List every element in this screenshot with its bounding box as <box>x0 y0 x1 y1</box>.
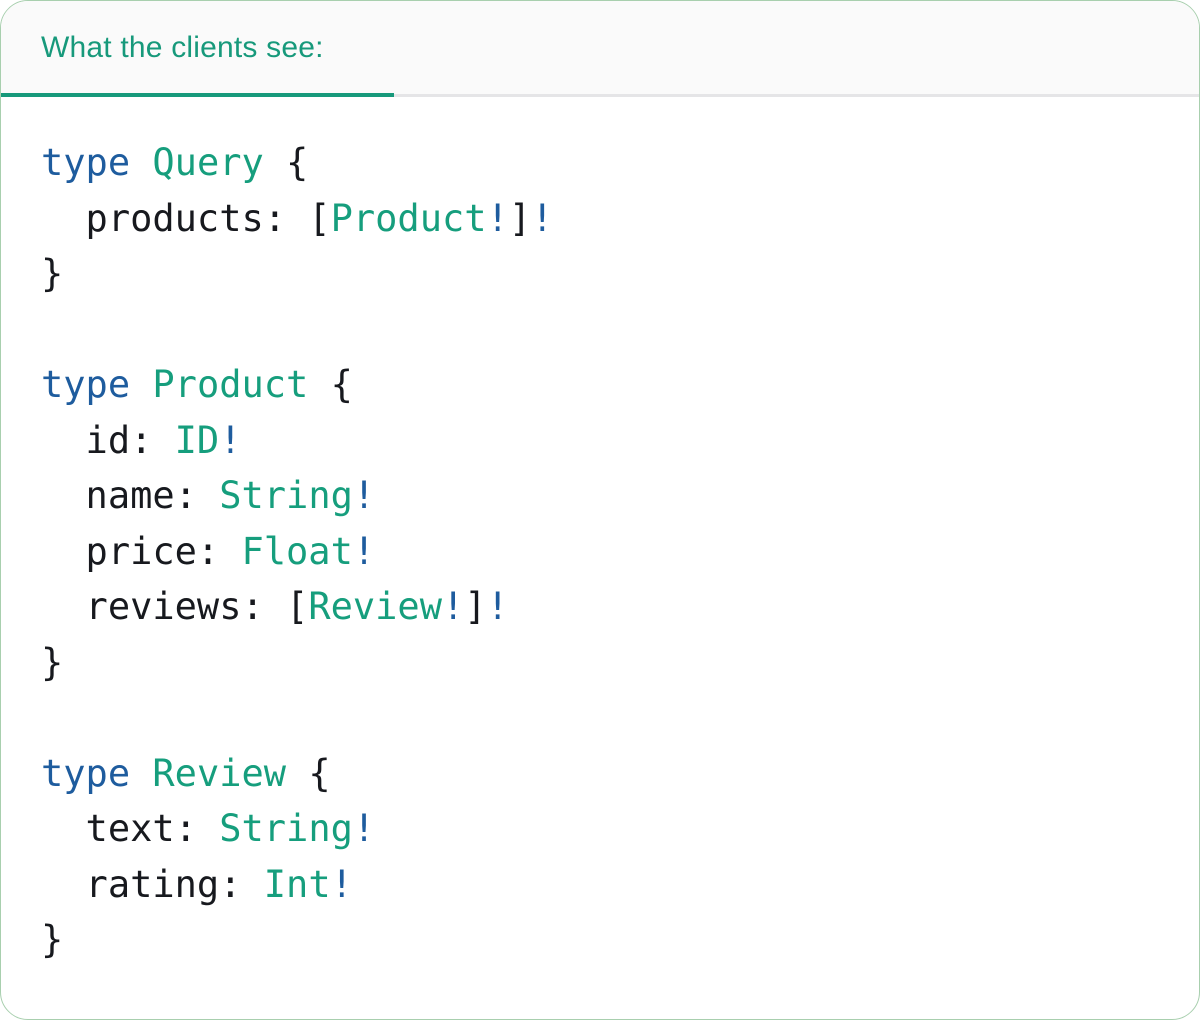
code-token: } <box>41 252 64 295</box>
code-token: ! <box>486 196 509 240</box>
code-token: ! <box>219 418 242 462</box>
code-token <box>130 141 152 184</box>
code-token: { <box>308 363 353 406</box>
code-token: Product <box>330 196 487 240</box>
code-token: ! <box>531 196 554 240</box>
code-token: type <box>41 141 131 184</box>
code-line: price: Float! <box>41 524 1159 580</box>
code-token: ! <box>330 862 353 906</box>
code-token: text: <box>41 807 220 850</box>
code-token: Int <box>263 862 331 906</box>
code-line: } <box>41 912 1159 968</box>
code-token: ] <box>508 196 532 240</box>
code-line <box>41 302 1159 358</box>
code-token: products: [ <box>41 196 331 240</box>
code-token: ! <box>352 529 376 573</box>
code-line: rating: Int! <box>41 857 1159 913</box>
code-line: reviews: [Review!]! <box>41 579 1159 635</box>
code-token: Review <box>152 751 287 795</box>
code-line: type Query { <box>41 135 1159 191</box>
tab-what-clients-see[interactable]: What the clients see: <box>1 1 324 94</box>
code-line: text: String! <box>41 801 1159 857</box>
code-line: type Product { <box>41 357 1159 413</box>
code-token: Product <box>152 363 309 406</box>
code-token: } <box>41 640 64 684</box>
code-token: ! <box>486 585 509 628</box>
code-token: ID <box>174 418 220 462</box>
code-token: } <box>41 918 64 961</box>
code-token: id: <box>41 418 175 462</box>
code-token: String <box>219 807 353 850</box>
code-token: reviews: [ <box>41 585 309 628</box>
code-token: ! <box>441 585 465 628</box>
code-token: Review <box>308 585 442 628</box>
code-token: price: <box>41 529 242 573</box>
code-token: { <box>263 141 309 184</box>
code-line: products: [Product!]! <box>41 191 1159 247</box>
tab-label: What the clients see: <box>41 30 324 64</box>
code-token: type <box>41 363 131 406</box>
code-token: String <box>219 474 353 517</box>
code-token: Query <box>152 141 264 184</box>
code-token: rating: <box>41 862 264 906</box>
active-tab-indicator <box>1 93 394 97</box>
code-token: name: <box>41 474 220 517</box>
code-token <box>130 363 152 406</box>
code-line: name: String! <box>41 468 1159 524</box>
code-token: Float <box>241 529 353 573</box>
code-token: { <box>286 751 331 795</box>
code-token: ! <box>352 474 376 517</box>
code-token: ] <box>464 585 487 628</box>
code-line: } <box>41 246 1159 302</box>
graphql-schema-code: type Query { products: [Product!]!} type… <box>1 97 1199 988</box>
code-token <box>130 752 152 795</box>
code-line <box>41 690 1159 746</box>
tabs-header: What the clients see: <box>1 1 1199 97</box>
code-token: type <box>41 751 131 795</box>
code-line: } <box>41 635 1159 691</box>
code-token: ! <box>352 807 376 850</box>
code-line: type Review { <box>41 746 1159 802</box>
code-line: id: ID! <box>41 413 1159 469</box>
